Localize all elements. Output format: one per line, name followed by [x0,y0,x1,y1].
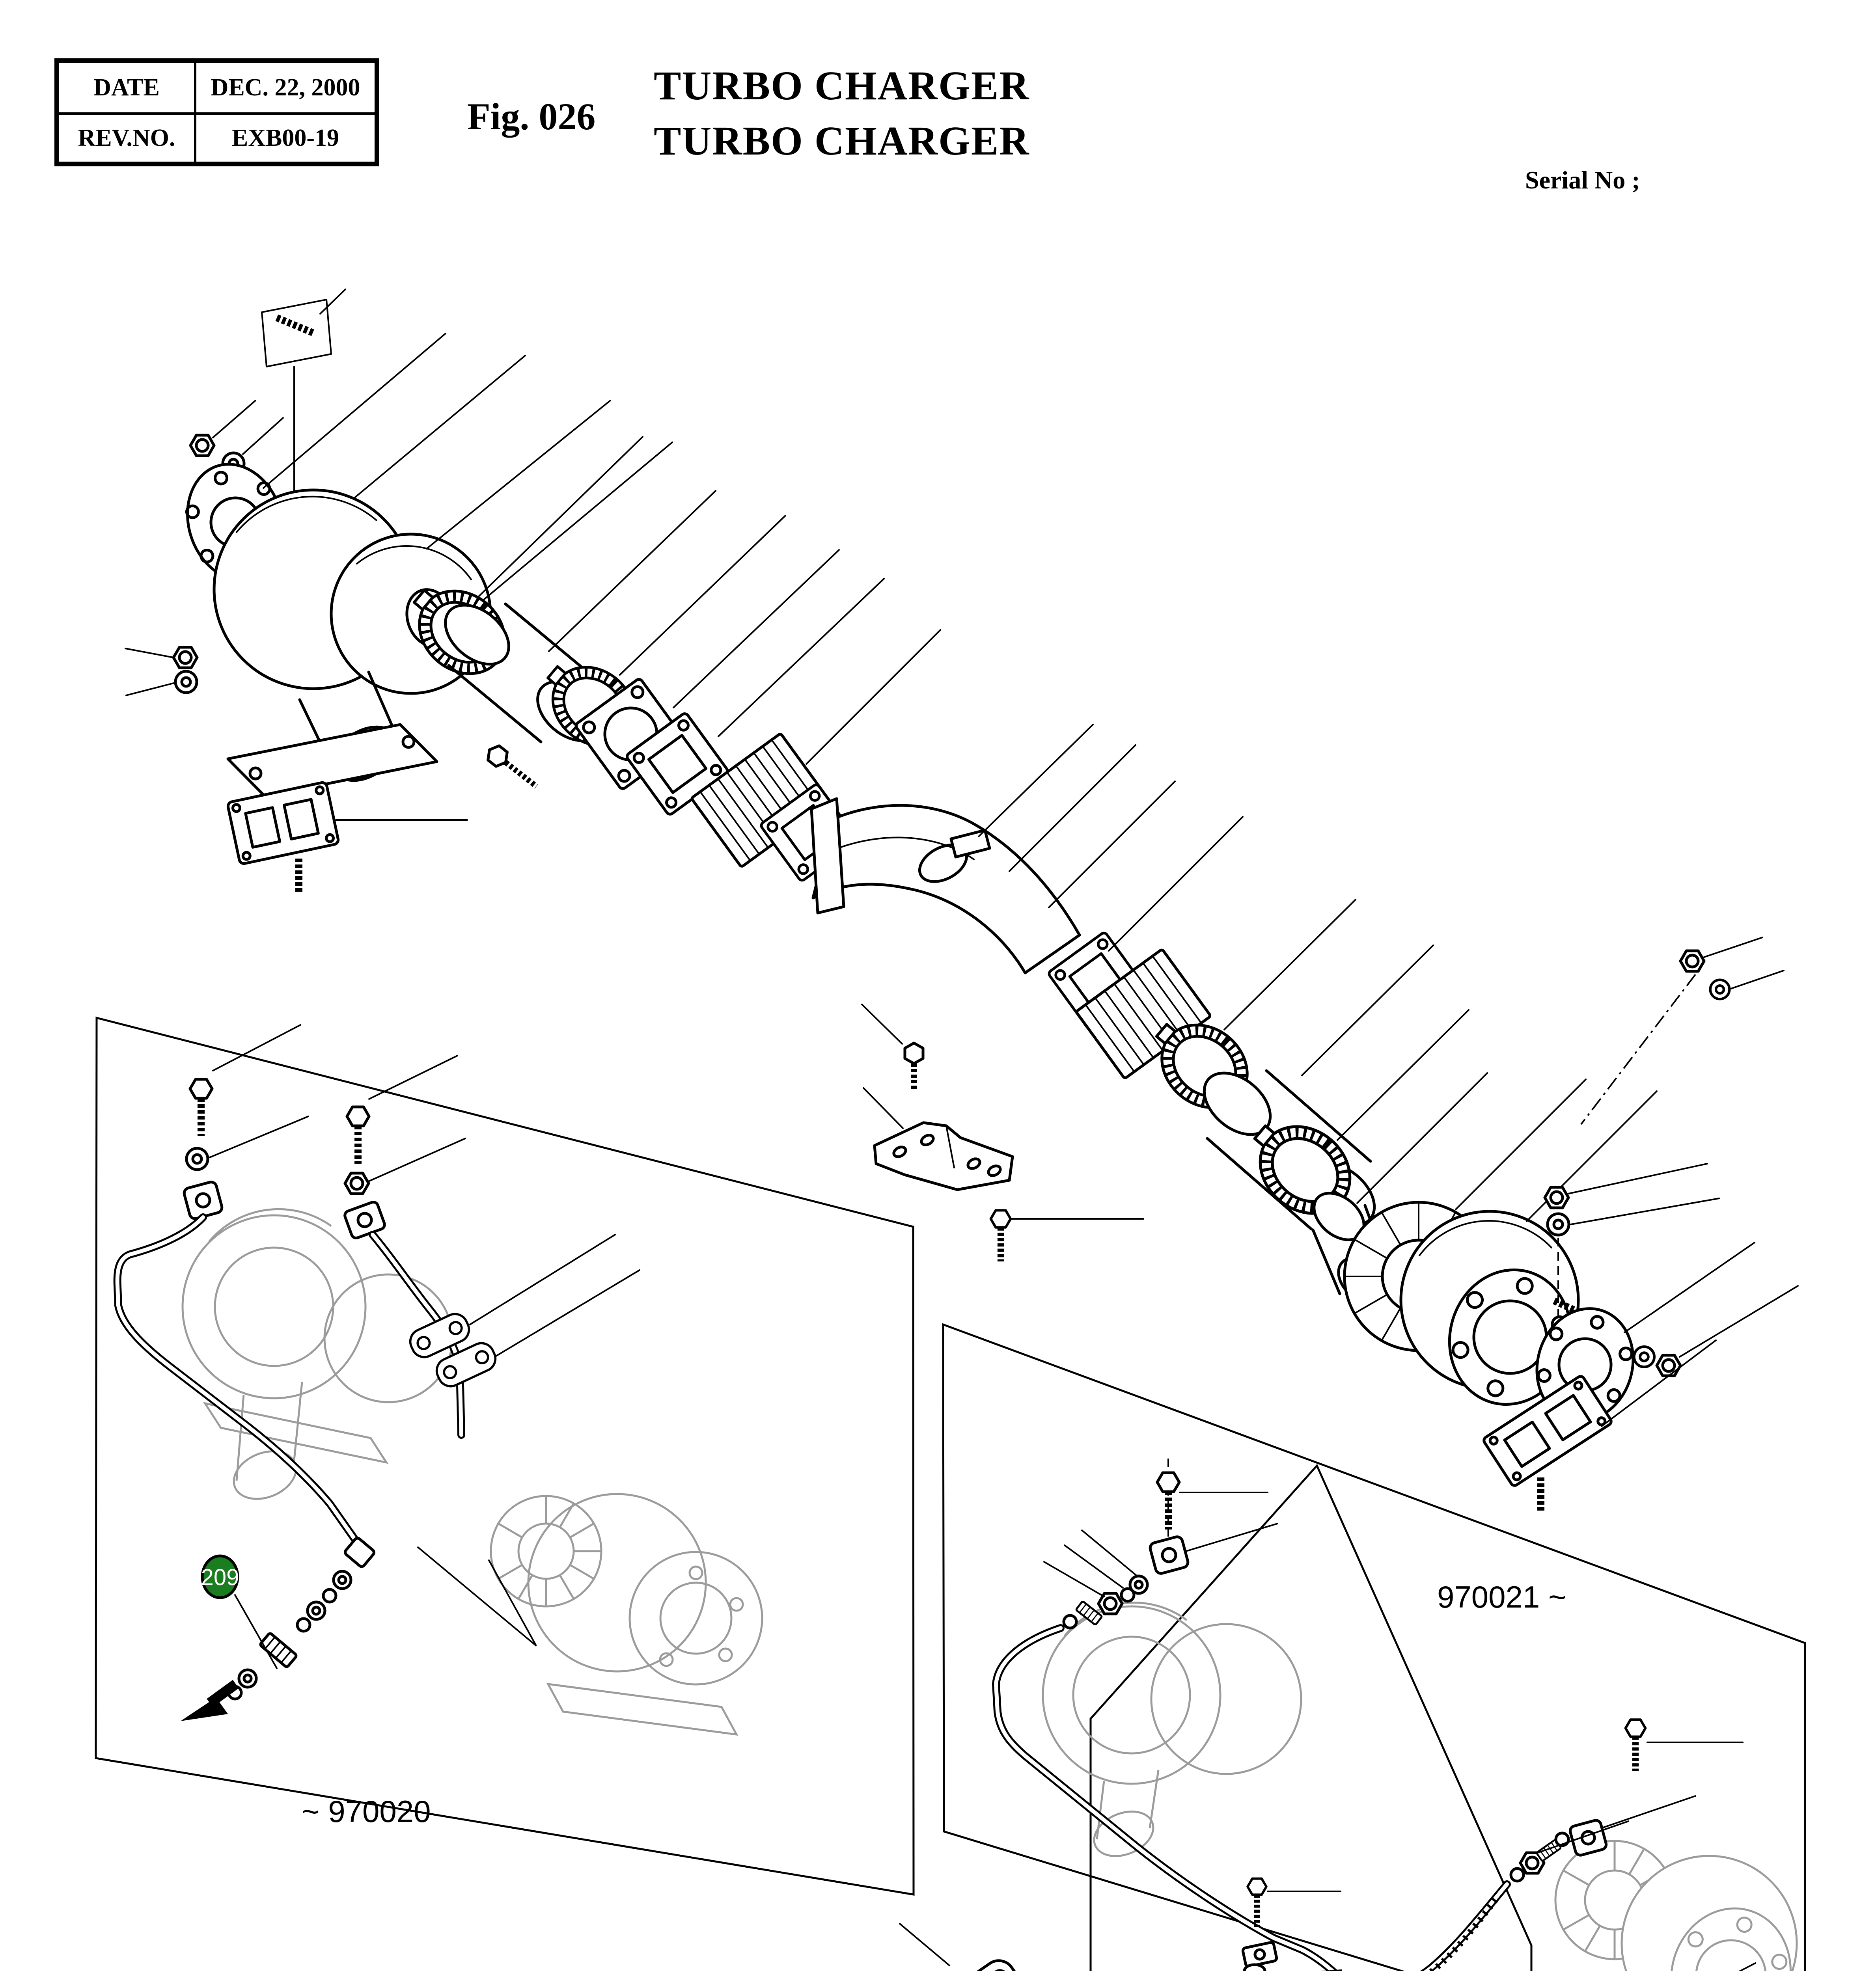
inset-late-border [942,1323,1806,1971]
lockwasher-rear-2 [1634,1347,1654,1367]
exhaust-flange-gasket-rear [1483,1375,1613,1487]
inset-early-serials: 209 ~ 970020 [95,1016,915,1896]
hex-bolt-left [487,744,538,789]
hex-bolt-elbow [903,1041,925,1090]
date-label: DATE [59,63,196,112]
inset-late-callout-border [1089,1464,1533,1971]
nut-far-right [1680,951,1704,971]
exhaust-flange-gasket-front [226,781,340,865]
revision-table: DATE DEC. 22, 2000 REV.NO. EXB00-19 [54,58,379,166]
serial-range-late: 970021 ~ [1437,1580,1566,1614]
exhaust-elbow-pipe [810,797,1081,974]
revno-label: REV.NO. [59,112,196,162]
serial-range-early: ~ 970020 [302,1794,431,1829]
main-assembly [125,289,1799,1512]
turbocharger-front [213,488,492,798]
inset-early-border [95,1016,915,1896]
inset-late-serials: 970021 ~ [899,1323,1806,1971]
ghost-turbo-2 [490,1493,763,1736]
nut-lockwasher-lower [125,647,197,696]
oil-supply-line-late [992,1459,1744,1971]
page-title: TURBO CHARGER TURBO CHARGER [654,58,1029,169]
oil-drain-pipe-right [1738,1962,1756,1971]
ghost-turbo-4 [1554,1840,1798,1971]
title-line-1: TURBO CHARGER [654,63,1030,108]
nut-rear-2 [1657,1355,1680,1376]
nut-rear [1545,1187,1568,1208]
figure-number: Fig. 026 [467,95,596,138]
title-line-2: TURBO CHARGER [654,118,1030,164]
ref-badge-209-early: 209 [201,1554,278,1669]
ghost-turbo-3 [1042,1602,1302,1857]
spacer-bushing [1243,1963,1266,1971]
oil-supply-line-early [113,1024,375,1721]
oil-return-line-early [343,1055,640,1439]
mounting-bracket [863,1087,1014,1191]
heat-shield-2 [1075,948,1212,1079]
oil-drain-pipe-left [899,1923,1042,1971]
date-value: DEC. 22, 2000 [211,74,360,101]
badge-number-early: 209 [201,1565,239,1590]
revno-value: EXB00-19 [196,112,375,162]
bracket-bolt [991,1210,1011,1261]
ghost-turbo-1 [181,1208,453,1500]
washer-far-right [1710,980,1730,999]
v-leader-early [417,1546,537,1647]
serial-no-label: Serial No ; [1525,166,1640,194]
nut-lockwasher-upper [190,400,284,474]
lockwasher-rear [1548,1214,1569,1235]
